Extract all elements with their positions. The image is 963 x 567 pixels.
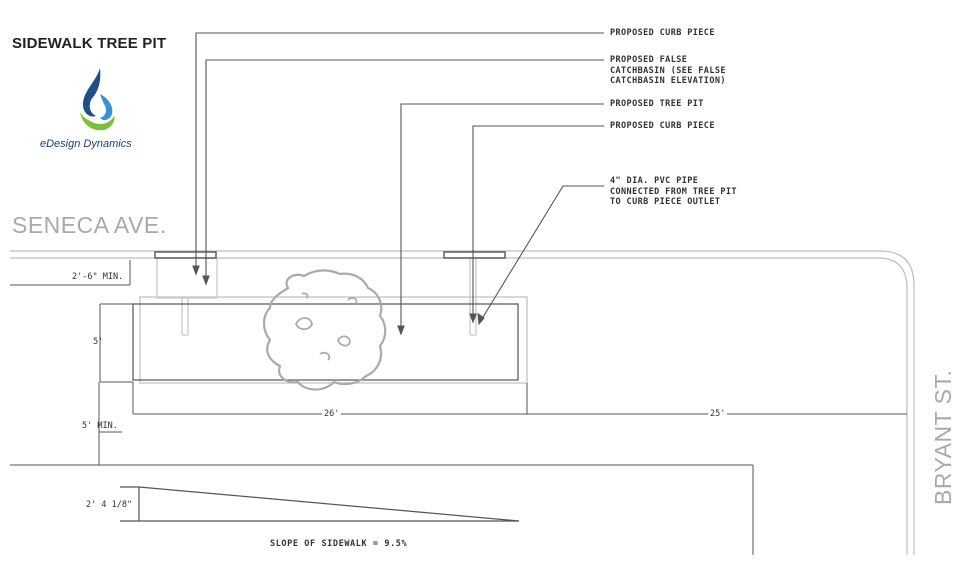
dim-to-corner: 25' — [708, 409, 728, 419]
dim-curb-offset: 2'-6" MIN. — [72, 272, 124, 282]
callout-line: TO CURB PIECE OUTLET — [610, 197, 721, 207]
dim-rise: 2' 4 1/8" — [86, 500, 133, 510]
callout-4: PROPOSED CURB PIECE — [610, 121, 715, 132]
callout-line: PROPOSED CURB PIECE — [610, 121, 715, 131]
drawing-title: SIDEWALK TREE PIT — [12, 35, 167, 52]
curb-cap-left — [154, 251, 217, 259]
curb-line — [10, 250, 915, 555]
callout-line: CATCHBASIN ELEVATION) — [610, 76, 726, 86]
slope-wedge — [120, 486, 520, 522]
water-drop-swirl-logo — [80, 68, 115, 131]
callout-line: CONNECTED FROM TREE PIT — [610, 186, 737, 197]
callout-line: CATCHBASIN (SEE FALSE — [610, 65, 726, 76]
leader-lines — [192, 32, 604, 336]
callout-line: 4" DIA. PVC PIPE — [610, 176, 699, 186]
tree-pit-outer — [139, 296, 528, 384]
tree-pit-inner — [132, 303, 519, 381]
dim-pit-width: 5' — [93, 337, 104, 347]
dim-pit-length: 26' — [322, 409, 342, 419]
street-label-seneca: SENECA AVE. — [12, 212, 167, 238]
tree-canopy-detail — [294, 292, 358, 361]
callout-1: PROPOSED CURB PIECE — [610, 28, 715, 39]
tree-canopy — [262, 269, 387, 391]
dimension-lines — [10, 260, 907, 555]
callout-line: PROPOSED FALSE — [610, 55, 688, 65]
callout-line: PROPOSED CURB PIECE — [610, 28, 715, 38]
curb-cap-right — [443, 251, 506, 259]
dim-sidewalk-min: 5' MIN. — [82, 421, 118, 431]
callout-3: PROPOSED TREE PIT — [610, 99, 704, 110]
slope-note: SLOPE OF SIDEWALK = 9.5% — [270, 539, 408, 549]
brand-name: eDesign Dynamics — [40, 138, 132, 150]
callout-line: PROPOSED TREE PIT — [610, 99, 704, 109]
